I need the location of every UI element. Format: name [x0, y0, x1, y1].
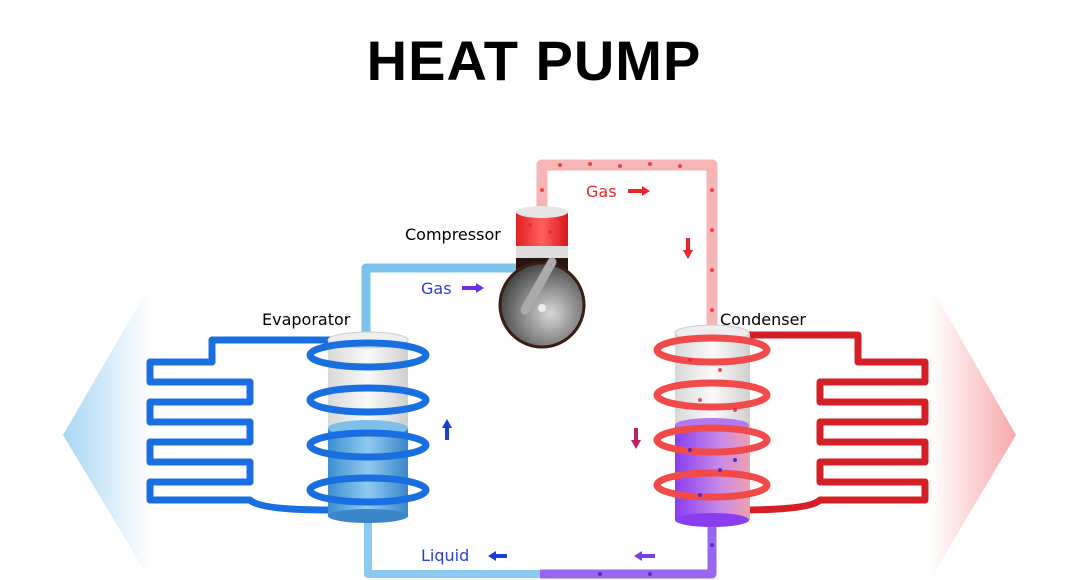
hot-air-arrow: [930, 285, 1016, 580]
cold-gas-label: Gas: [421, 279, 452, 298]
condenser-radiator-coil: [739, 331, 929, 514]
compressor-label: Compressor: [405, 225, 501, 244]
evaporator-label: Evaporator: [262, 310, 351, 329]
hot-gas-pipe: [536, 159, 718, 335]
liquid-label: Liquid: [421, 546, 470, 565]
cold-air-arrow: [63, 285, 150, 580]
flow-arrow-left-mixed: [634, 551, 655, 561]
flow-arrow-gas-hot-right: [628, 186, 650, 196]
hot-gas-label: Gas: [586, 182, 617, 201]
evaporator: [306, 331, 430, 523]
flow-arrow-down-hot: [683, 238, 693, 259]
cold-gas-pipe: [361, 263, 520, 335]
flow-arrow-gas-cold-right: [462, 283, 484, 293]
mixed-liquid-bubbles: [598, 448, 737, 576]
diagram-title: HEAT PUMP: [366, 29, 702, 92]
compressor: [498, 206, 586, 349]
flow-arrow-left-liquid: [488, 551, 507, 561]
condenser: [653, 324, 771, 527]
evaporator-radiator-coil: [146, 336, 340, 514]
hot-gas-bubbles: [528, 162, 737, 412]
liquid-pipe: [364, 515, 540, 578]
mixed-liquid-pipe: [540, 520, 717, 579]
flow-arrow-down-mixed: [631, 428, 641, 449]
flow-arrow-up-cold: [442, 419, 452, 440]
condenser-label: Condenser: [720, 310, 806, 329]
